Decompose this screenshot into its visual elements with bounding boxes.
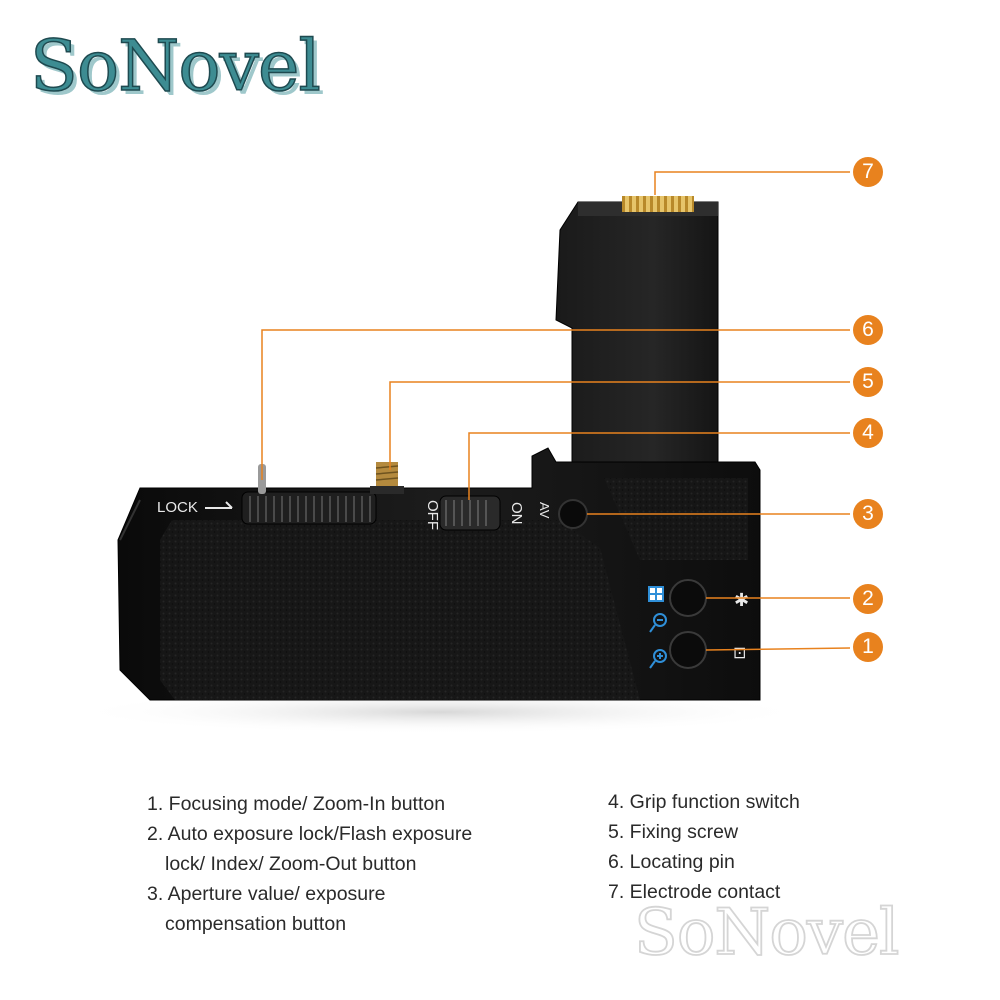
legend-item-4: 4. Grip function switch	[608, 791, 800, 813]
watermark-text: SoNovel	[634, 896, 898, 970]
callout-6: 6	[853, 315, 883, 345]
zoom-in-icon	[649, 649, 667, 669]
leader-line-5	[389, 381, 850, 470]
legend-right: 4. Grip function switch 5. Fixing screw …	[608, 787, 800, 907]
av-button	[558, 499, 588, 529]
callout-2: 2	[853, 584, 883, 614]
zoom-out-icon	[649, 613, 667, 633]
leader-line-7	[654, 171, 850, 195]
callout-5: 5	[853, 367, 883, 397]
focus-zoom-in-button	[669, 631, 707, 669]
callout-3: 3	[853, 499, 883, 529]
leader-line-1	[705, 647, 851, 651]
switch-off-label: OFF	[424, 500, 441, 530]
brand-logo-shadow: SoNovel	[34, 29, 324, 108]
callout-leader-lines	[261, 171, 851, 651]
fixing-screw	[370, 462, 404, 494]
lock-arrow-icon	[205, 501, 233, 509]
lock-wheel	[241, 491, 377, 525]
legend-item-7: 7. Electrode contact	[608, 881, 781, 903]
legend-item-3: 3. Aperture value/ exposure	[147, 883, 386, 905]
callout-1: 1	[853, 632, 883, 662]
legend-left: 1. Focusing mode/ Zoom-In button 2. Auto…	[147, 789, 472, 939]
leader-line-6	[261, 329, 850, 480]
legend-item-1: 1. Focusing mode/ Zoom-In button	[147, 793, 446, 815]
af-point-icon: ⊡	[733, 643, 746, 662]
lock-label: LOCK	[157, 499, 198, 516]
brand-logo-text: SoNovel	[30, 25, 320, 107]
legend-item-5: 5. Fixing screw	[608, 821, 739, 843]
switch-on-label: ON	[508, 502, 525, 525]
electrode-contacts	[622, 196, 694, 212]
leader-line-4	[468, 432, 850, 500]
battery-tower	[555, 201, 719, 471]
grip-function-switch	[439, 495, 501, 531]
legend-item-6: 6. Locating pin	[608, 851, 735, 873]
watermark-logo: SoNovel	[633, 895, 900, 970]
brand-logo: SoNovel SoNovel	[29, 24, 325, 108]
legend-item-2: 2. Auto exposure lock/Flash exposure	[147, 823, 473, 845]
index-icon	[648, 586, 664, 602]
legend-item-2-cont: lock/ Index/ Zoom-Out button	[165, 853, 417, 875]
asterisk-icon: ✱	[734, 590, 749, 611]
callout-7: 7	[853, 157, 883, 187]
legend-item-3-cont: compensation button	[165, 913, 347, 935]
ae-lock-button	[669, 579, 707, 617]
callout-4: 4	[853, 418, 883, 448]
grip-body	[117, 447, 761, 701]
floor-shadow	[70, 690, 810, 734]
av-label: AV	[537, 502, 552, 519]
